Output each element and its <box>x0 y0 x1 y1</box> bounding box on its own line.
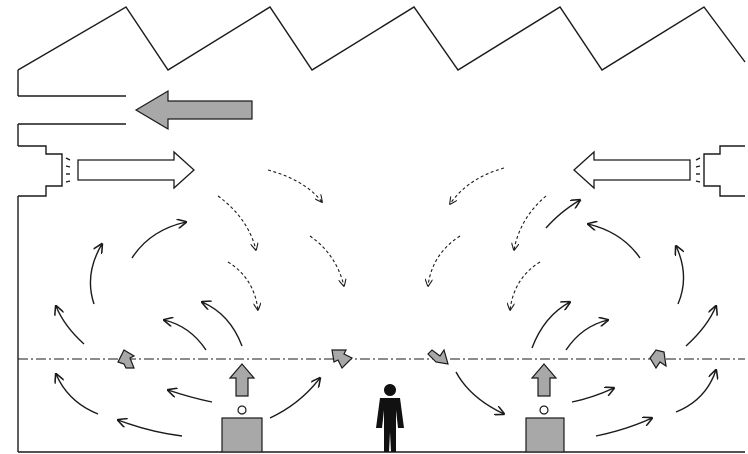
heat-source-box <box>525 417 565 453</box>
heat-source-box <box>221 417 263 453</box>
small-arrow-icon <box>427 348 449 365</box>
supply-air-arrow-right-icon <box>573 150 691 190</box>
person-icon <box>376 384 404 452</box>
up-arrow-icon <box>530 363 558 397</box>
small-arrow-icon <box>117 349 136 369</box>
heat-bubble <box>237 405 247 415</box>
up-arrow-icon <box>228 363 256 397</box>
downdraft-arrows <box>217 167 547 310</box>
circulation-arrows-right <box>455 200 716 437</box>
boundary-flow-arrows <box>117 348 667 370</box>
heat-bubble <box>539 405 549 415</box>
building-outline <box>17 6 746 453</box>
circulation-arrows-left <box>56 222 320 437</box>
supply-air-arrow-left-icon <box>77 150 195 190</box>
small-arrow-icon <box>649 349 667 370</box>
small-arrow-icon <box>331 349 354 370</box>
heat-source-right <box>525 363 565 453</box>
supply-diffuser-right <box>573 145 745 197</box>
exhaust-arrow-icon <box>134 89 253 131</box>
heat-source-left <box>221 363 263 453</box>
supply-diffuser-left <box>18 145 195 197</box>
sawtooth-roof <box>17 6 746 71</box>
exhaust-outlet <box>18 89 253 131</box>
